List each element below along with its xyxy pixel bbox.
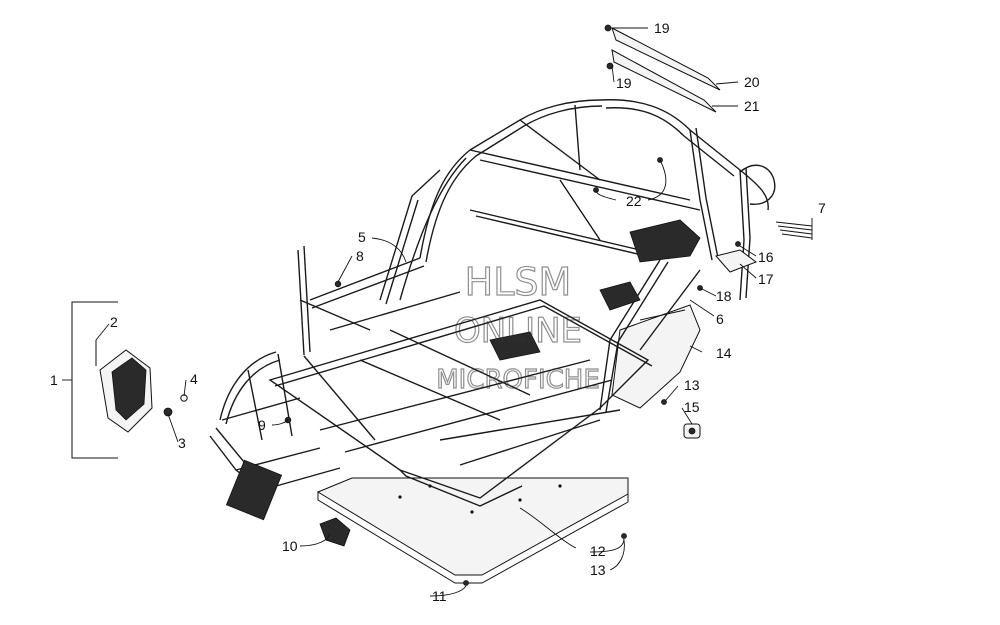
callout-4: 4 xyxy=(190,371,198,387)
watermark: HLSM ONLINE MICROFICHE xyxy=(436,259,601,395)
mesh-pad xyxy=(775,221,813,239)
watermark-line2: ONLINE xyxy=(454,311,582,351)
callout-14: 14 xyxy=(716,345,732,361)
watermark-line1: HLSM xyxy=(465,260,572,304)
callout-8: 8 xyxy=(356,248,364,264)
callout-21: 21 xyxy=(744,98,760,114)
bracket-right xyxy=(715,241,758,273)
fasteners xyxy=(284,157,703,586)
callout-11: 11 xyxy=(432,588,447,604)
frame-assembly xyxy=(209,99,776,521)
callout-12: 12 xyxy=(590,543,606,559)
skid-plate xyxy=(316,477,629,584)
callout-20: 20 xyxy=(744,74,760,90)
callout-13-bottom: 13 xyxy=(590,562,606,578)
callout-16: 16 xyxy=(758,249,774,265)
callout-3: 3 xyxy=(178,435,186,451)
callout-22: 22 xyxy=(626,193,642,209)
callout-10: 10 xyxy=(282,538,298,554)
leader-lines xyxy=(62,27,813,597)
callout-19-top: 19 xyxy=(654,20,670,36)
callout-18: 18 xyxy=(716,288,732,304)
callout-9: 9 xyxy=(258,417,266,433)
callout-2: 2 xyxy=(110,314,118,330)
small-parts xyxy=(319,423,701,547)
callout-6: 6 xyxy=(716,311,724,327)
storage-box xyxy=(71,301,188,459)
callout-5: 5 xyxy=(358,229,366,245)
callout-7: 7 xyxy=(818,200,826,216)
callout-labels: 1 2 3 4 5 6 7 8 9 10 11 12 13 13 14 15 1… xyxy=(50,20,826,604)
callout-19-mid: 19 xyxy=(616,75,632,91)
watermark-line3: MICROFICHE xyxy=(436,365,600,395)
callout-15: 15 xyxy=(684,399,700,415)
callout-17: 17 xyxy=(758,271,774,287)
rear-panel xyxy=(611,304,701,409)
callout-1: 1 xyxy=(50,372,58,388)
callout-13-right: 13 xyxy=(684,377,700,393)
rear-bracket xyxy=(604,24,721,113)
